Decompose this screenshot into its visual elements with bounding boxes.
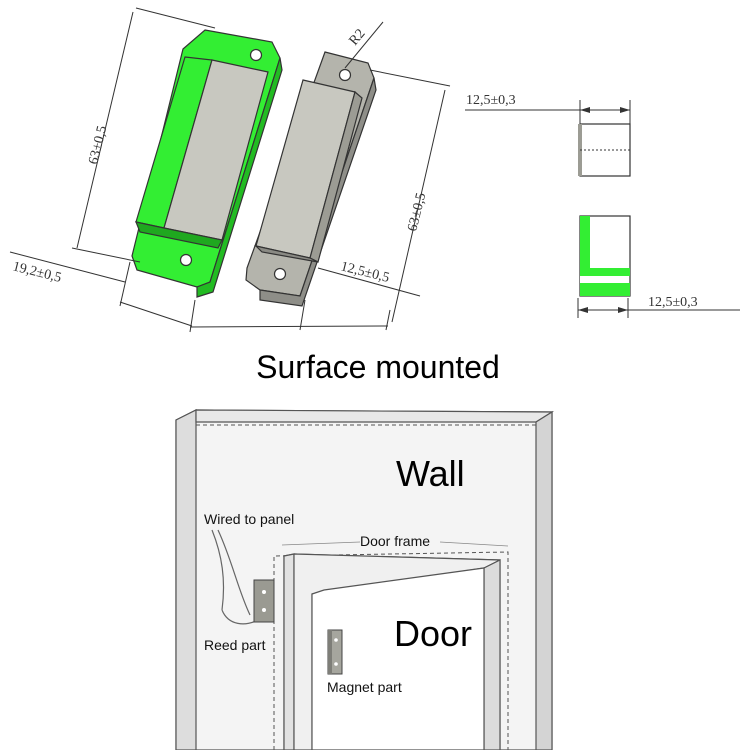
dimension-lines [9, 7, 451, 333]
magnet-body-bottom [135, 221, 223, 249]
reed-body-bottom [254, 244, 319, 263]
label-magnet-part: Magnet part [327, 679, 402, 695]
label-door: Door [394, 613, 472, 654]
reed-unit-drawing [245, 51, 377, 307]
section-title: Surface mounted [256, 349, 500, 385]
magnet-unit-drawing [131, 29, 283, 298]
reed-base-edge [259, 77, 377, 307]
side-view-top [465, 100, 631, 177]
reed-part-sensor [253, 579, 275, 623]
magnet-hole-bottom [179, 253, 193, 267]
label-wired-to-panel: Wired to panel [204, 511, 294, 527]
side-view-bottom [577, 215, 740, 318]
installation-diagram [175, 409, 555, 750]
reed-hole-top [338, 68, 352, 82]
reed-hole-bottom [273, 267, 287, 281]
label-reed-part: Reed part [204, 637, 266, 653]
magnet-hole-top [249, 48, 263, 62]
dim-radius: R2 [347, 26, 369, 48]
dim-length-green: 63±0,5 [86, 124, 110, 166]
magnet-base-edge [196, 57, 283, 298]
dim-side-top: 12,5±0,3 [466, 93, 516, 108]
dim-width-body: 12,5±0,5 [339, 259, 391, 286]
label-door-frame: Door frame [360, 533, 430, 549]
dim-side-bottom: 12,5±0,3 [648, 295, 698, 310]
label-wall: Wall [396, 453, 465, 494]
dim-length-grey: 63±0,5 [405, 191, 429, 233]
door-frame-outline [273, 551, 509, 750]
